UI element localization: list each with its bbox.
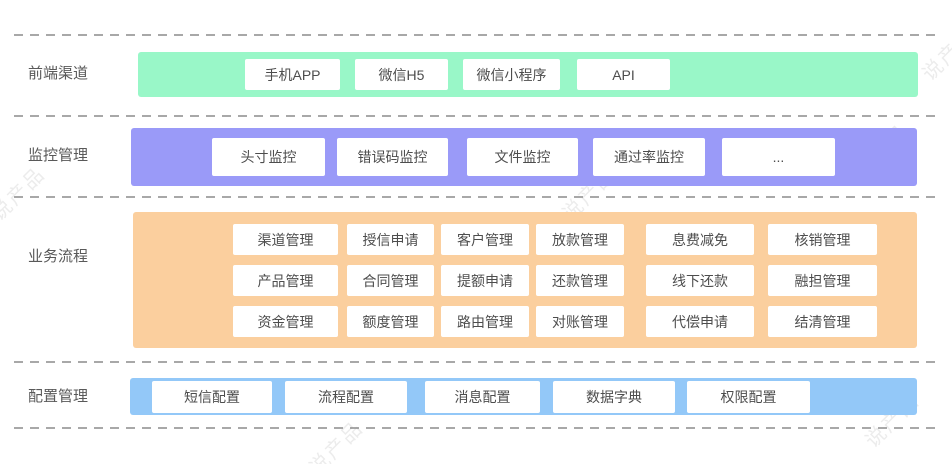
module-chip: 客户管理 [441, 224, 529, 255]
module-chip: 线下还款 [646, 265, 754, 296]
module-chip: 通过率监控 [593, 138, 705, 176]
module-chip: 还款管理 [536, 265, 624, 296]
row-label-frontend: 前端渠道 [28, 65, 89, 82]
module-chip: 手机APP [245, 59, 340, 90]
module-chip: 头寸监控 [212, 138, 325, 176]
row-label-monitor: 监控管理 [28, 147, 89, 164]
module-chip: 放款管理 [536, 224, 624, 255]
module-chip: 微信小程序 [463, 59, 560, 90]
module-chip: 额度管理 [347, 306, 434, 337]
module-chip: 短信配置 [152, 380, 272, 413]
divider [14, 34, 936, 36]
module-chip: 息费减免 [646, 224, 754, 255]
module-chip: 路由管理 [441, 306, 529, 337]
divider [14, 115, 936, 117]
module-chip: 权限配置 [687, 380, 810, 413]
module-chip: 合同管理 [347, 265, 434, 296]
module-chip: 流程配置 [285, 380, 407, 413]
module-chip: 消息配置 [425, 380, 540, 413]
business-grid-row: 资金管理 额度管理 路由管理 对账管理 代偿申请 结清管理 [233, 306, 917, 337]
module-chip: ... [722, 138, 835, 176]
divider [14, 361, 936, 363]
module-chip: 代偿申请 [646, 306, 754, 337]
module-chip: 微信H5 [355, 59, 448, 90]
band-business: 渠道管理 授信申请 客户管理 放款管理 息费减免 核销管理 产品管理 合同管理 … [133, 212, 917, 348]
business-grid-row: 产品管理 合同管理 提额申请 还款管理 线下还款 融担管理 [233, 265, 917, 296]
module-chip: 数据字典 [553, 380, 675, 413]
module-chip: API [577, 59, 670, 90]
module-chip: 错误码监控 [337, 138, 448, 176]
row-label-business: 业务流程 [28, 248, 89, 265]
band-monitor: 头寸监控 错误码监控 文件监控 通过率监控 ... [131, 128, 917, 186]
module-chip: 结清管理 [768, 306, 877, 337]
module-chip: 提额申请 [441, 265, 529, 296]
divider [14, 427, 936, 429]
module-chip: 渠道管理 [233, 224, 338, 255]
business-grid-row: 渠道管理 授信申请 客户管理 放款管理 息费减免 核销管理 [233, 224, 917, 255]
module-chip: 核销管理 [768, 224, 877, 255]
module-chip: 授信申请 [347, 224, 434, 255]
divider [14, 196, 936, 198]
band-config: 短信配置 流程配置 消息配置 数据字典 权限配置 [130, 378, 917, 415]
watermark: 说产品 [918, 23, 952, 86]
module-chip: 资金管理 [233, 306, 338, 337]
module-chip: 文件监控 [467, 138, 578, 176]
module-chip: 对账管理 [536, 306, 624, 337]
watermark: 说产品 [305, 417, 368, 464]
watermark: 说产品 [0, 163, 50, 226]
module-chip: 产品管理 [233, 265, 338, 296]
row-label-config: 配置管理 [28, 388, 89, 405]
band-frontend: 手机APP 微信H5 微信小程序 API [138, 52, 918, 97]
module-chip: 融担管理 [768, 265, 877, 296]
